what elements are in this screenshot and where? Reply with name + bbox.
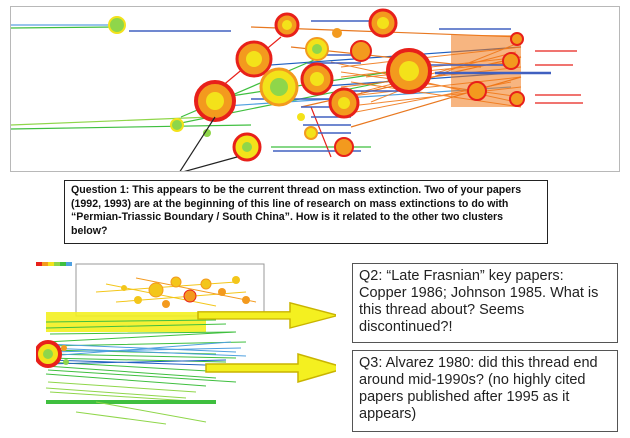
node <box>297 113 305 121</box>
pointer-lines <box>179 116 238 171</box>
bottom-network-graphic <box>36 262 336 425</box>
question-3-text: Q3: Alvarez 1980: did this thread end ar… <box>359 355 598 422</box>
node <box>194 80 236 122</box>
node <box>259 67 299 107</box>
node <box>170 118 184 132</box>
node <box>63 359 69 365</box>
frasnian-cluster <box>95 276 257 308</box>
node <box>235 40 273 78</box>
tiny-labels-red <box>535 50 583 104</box>
node <box>305 37 329 61</box>
node <box>203 129 211 137</box>
node <box>467 81 487 101</box>
node <box>332 28 342 38</box>
edge <box>11 124 252 130</box>
question-2-text: Q2: “Late Frasnian” key papers: Copper 1… <box>359 268 599 335</box>
alvarez-node <box>36 340 62 368</box>
node <box>502 52 520 70</box>
node <box>328 87 360 119</box>
top-network-graphic <box>11 8 583 171</box>
pointer-line <box>183 156 238 171</box>
edge <box>310 106 332 158</box>
node <box>232 132 262 162</box>
node <box>300 62 334 96</box>
node <box>386 48 432 94</box>
frasnian-cluster-box <box>75 263 265 317</box>
question-1-text: Question 1: This appears to be the curre… <box>71 184 522 237</box>
pointer-line <box>179 116 216 171</box>
node <box>334 137 354 157</box>
question-2-box: Q2: “Late Frasnian” key papers: Copper 1… <box>352 263 618 343</box>
node <box>304 126 318 140</box>
node <box>510 32 524 46</box>
node <box>350 40 372 62</box>
alvarez-bundle <box>45 312 247 425</box>
arrow-to-q3 <box>205 353 336 383</box>
node <box>108 16 126 34</box>
top-citation-network <box>10 6 620 172</box>
edge <box>11 26 116 29</box>
question-3-box: Q3: Alvarez 1980: did this thread end ar… <box>352 350 618 432</box>
node <box>509 91 525 107</box>
question-1-box: Question 1: This appears to be the curre… <box>64 180 548 244</box>
arrow-to-q2 <box>197 301 336 329</box>
top-network-nodes <box>108 8 525 162</box>
color-strip <box>36 262 72 266</box>
node <box>274 12 300 38</box>
bottom-citation-network <box>36 262 336 432</box>
node <box>368 8 398 38</box>
node <box>61 345 67 351</box>
